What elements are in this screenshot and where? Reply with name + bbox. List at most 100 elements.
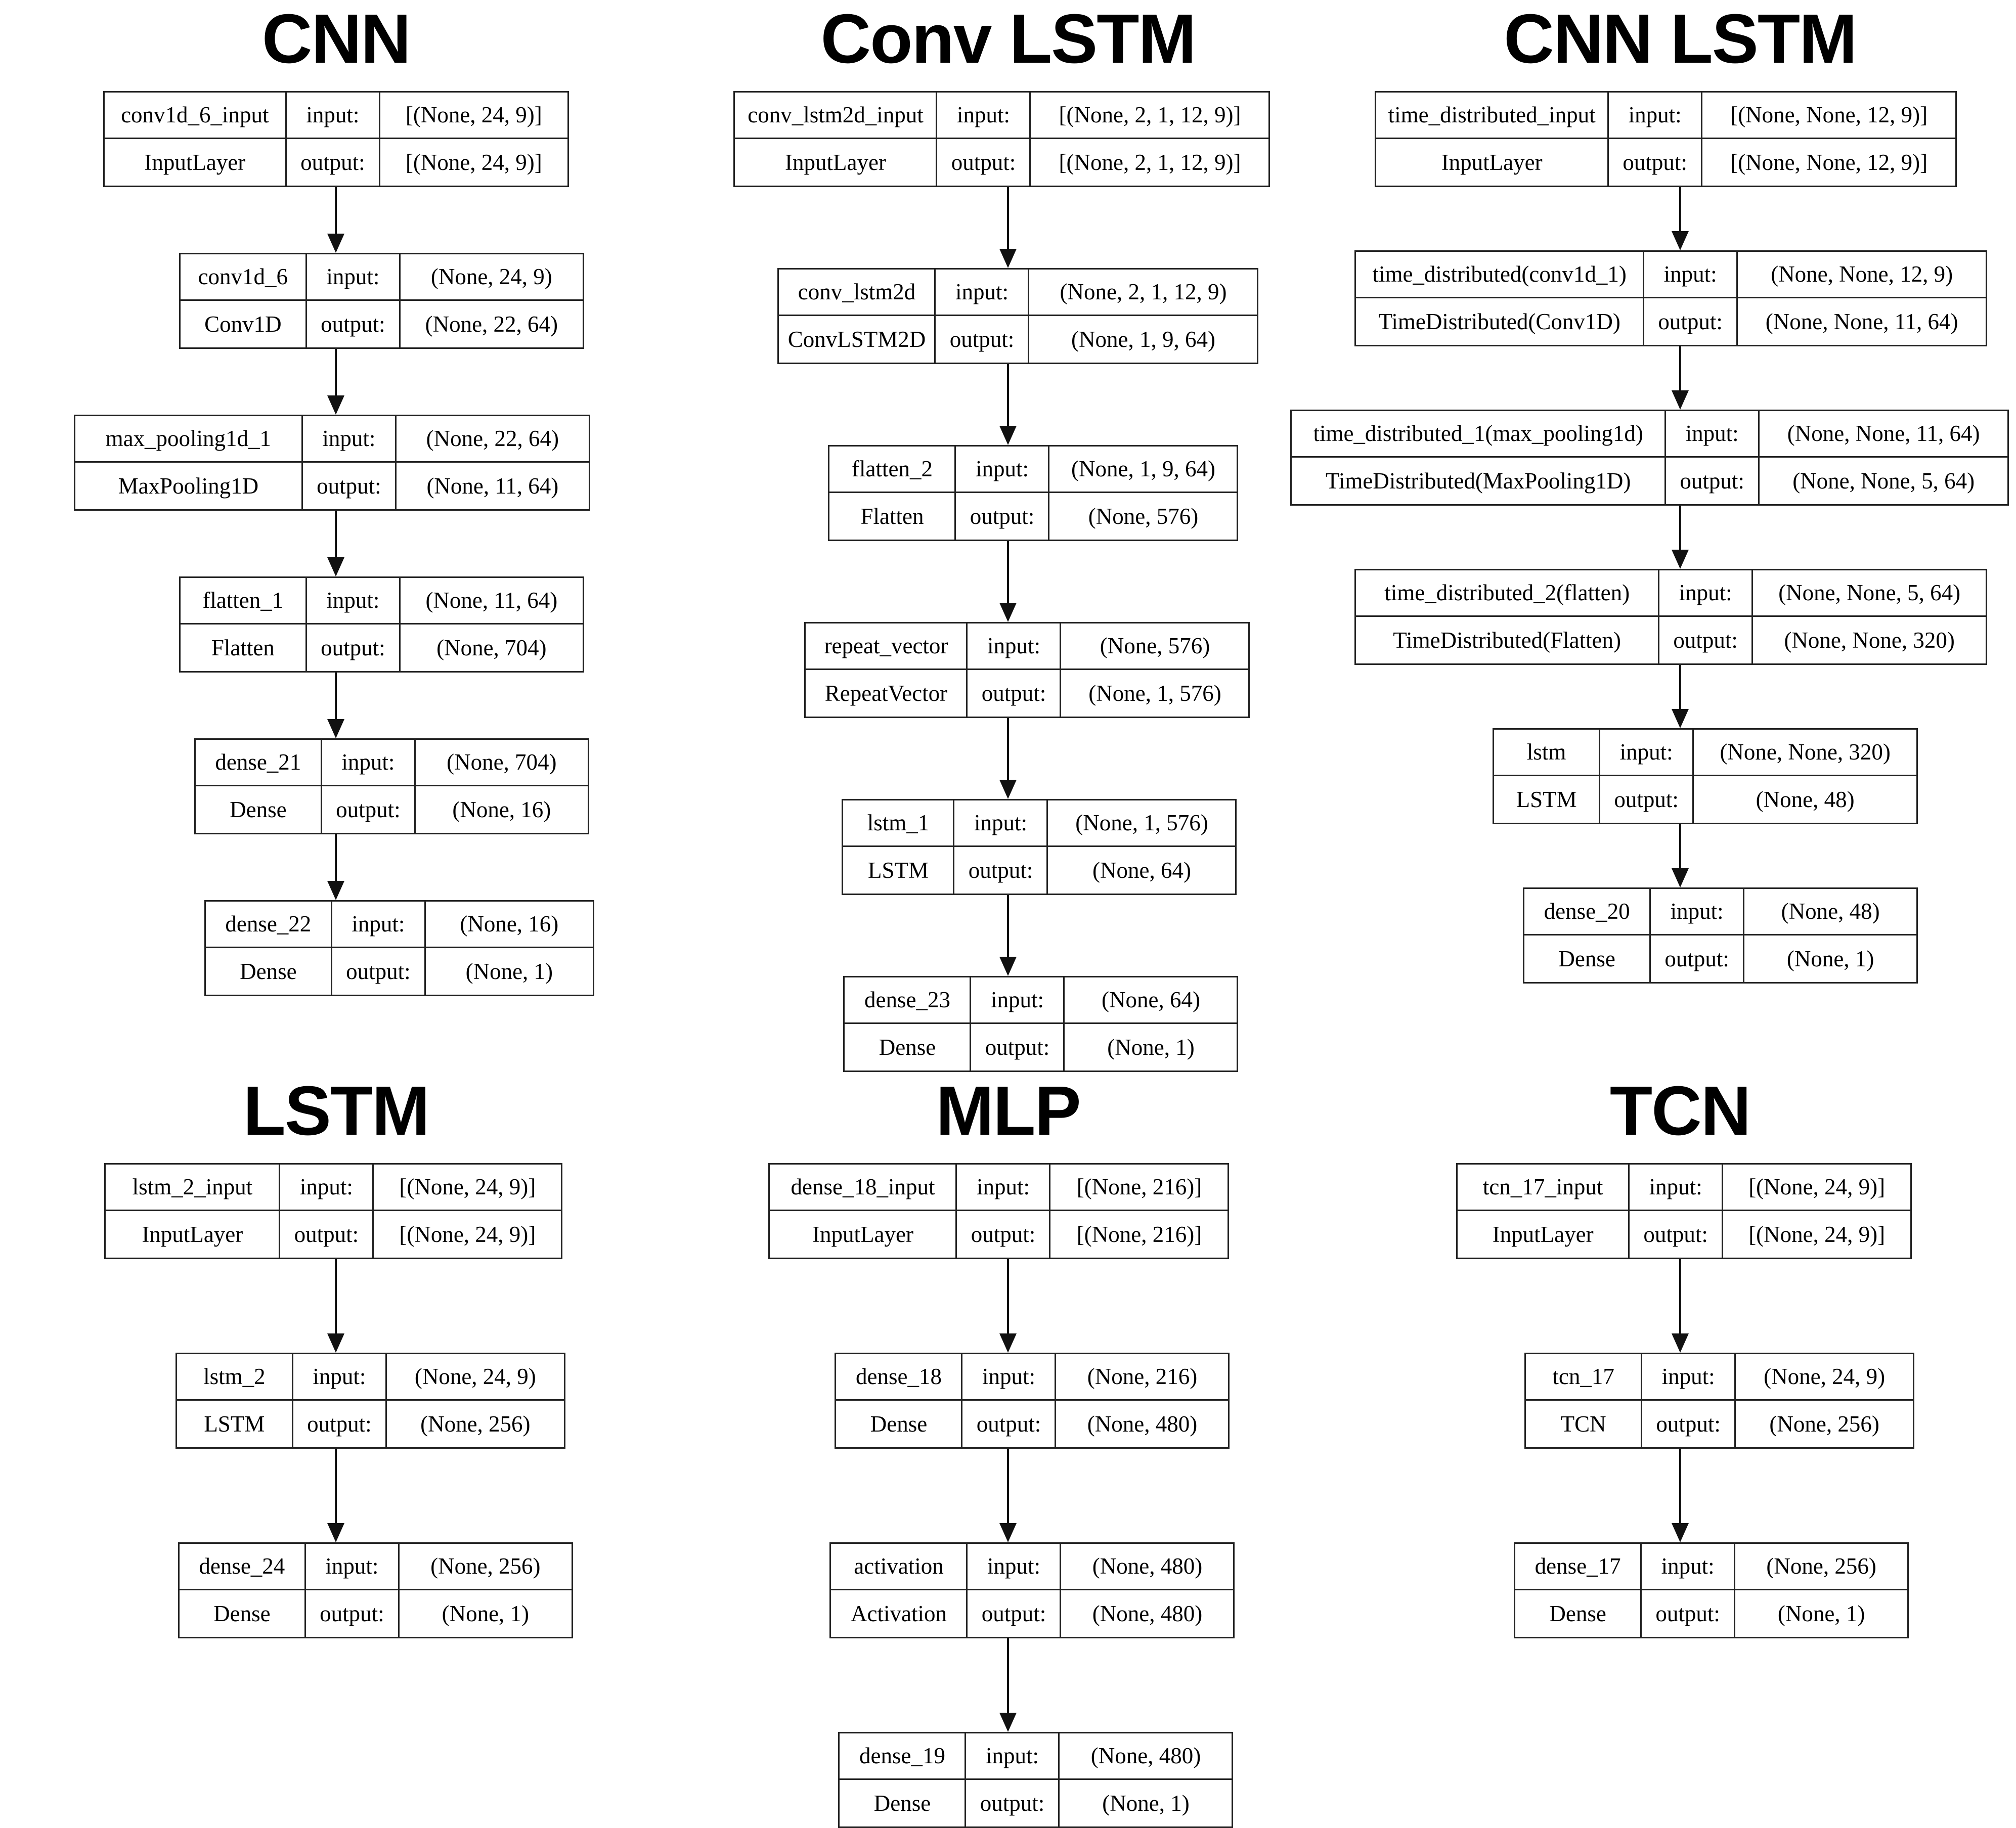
output-label: output: <box>322 786 416 833</box>
layer-type: Conv1D <box>181 301 307 347</box>
input-shape: (None, 256) <box>1766 1553 1876 1579</box>
arrow-shaft <box>1679 665 1681 711</box>
output-shape: (None, 64) <box>1092 857 1191 883</box>
output-shape: (None, 256) <box>1769 1411 1879 1437</box>
output-shape: (None, 1) <box>1102 1790 1190 1816</box>
layer-name: conv1d_6 <box>181 254 307 299</box>
layer-type: Activation <box>831 1590 968 1637</box>
layer-type: InputLayer <box>106 1211 281 1258</box>
input-shape: (None, 576) <box>1100 633 1210 658</box>
output-shape: (None, 1) <box>1777 1600 1865 1626</box>
layer-node[interactable]: time_distributed(conv1d_1)input:(None, N… <box>1354 250 1988 346</box>
input-label: input: <box>1666 411 1760 456</box>
input-shape: [(None, None, 12, 9)] <box>1730 102 1928 127</box>
flow-arrow-icon <box>327 1449 345 1542</box>
arrow-head <box>327 881 345 900</box>
arrow-shaft <box>1006 187 1009 251</box>
layer-name: conv1d_6_input <box>105 93 287 138</box>
arrow-shaft <box>335 187 337 236</box>
input-shape: [(None, 2, 1, 12, 9)] <box>1059 102 1241 127</box>
output-shape: (None, 1) <box>1107 1034 1195 1060</box>
layer-name: time_distributed_1(max_pooling1d) <box>1292 411 1667 456</box>
output-shape: (None, 1, 9, 64) <box>1071 326 1215 352</box>
output-label: output: <box>332 948 426 995</box>
output-label: output: <box>936 316 1030 363</box>
panel-title: Conv LSTM <box>820 0 1197 78</box>
layer-type: LSTM <box>177 1401 293 1447</box>
output-shape: (None, 16) <box>452 796 551 822</box>
input-label: input: <box>293 1354 387 1399</box>
output-label: output: <box>293 1401 387 1447</box>
layer-type: RepeatVector <box>806 670 968 717</box>
layer-node[interactable]: time_distributed_1(max_pooling1d)input:(… <box>1290 410 2009 506</box>
flow-arrow-icon <box>999 718 1017 799</box>
output-label: output: <box>1609 139 1703 186</box>
arrow-shaft <box>1679 1449 1681 1525</box>
input-shape: (None, 480) <box>1090 1743 1201 1768</box>
panel-title: TCN <box>1609 1072 1751 1150</box>
arrow-shaft <box>1006 1259 1009 1335</box>
flow-arrow-icon <box>327 349 345 415</box>
flow-arrow-icon <box>1671 665 1689 728</box>
arrow-shaft <box>335 1259 337 1335</box>
input-shape: (None, 16) <box>460 911 559 937</box>
input-label: input: <box>1651 889 1745 934</box>
output-label: output: <box>966 1780 1060 1826</box>
layer-type: Dense <box>840 1780 967 1826</box>
output-shape: [(None, 2, 1, 12, 9)] <box>1059 149 1241 175</box>
layer-node[interactable]: time_distributed_2(flatten)input:(None, … <box>1354 569 1988 665</box>
layer-name: dense_21 <box>196 740 322 785</box>
layer-type: Dense <box>845 1024 972 1071</box>
input-label: input: <box>1642 1354 1736 1399</box>
input-shape: (None, 24, 9) <box>430 264 552 289</box>
arrow-head <box>999 1713 1017 1732</box>
layer-name: tcn_17 <box>1526 1354 1643 1399</box>
flow-arrow-icon <box>999 541 1017 622</box>
input-shape: (None, 2, 1, 12, 9) <box>1060 279 1227 304</box>
arrow-shaft <box>1006 718 1009 782</box>
